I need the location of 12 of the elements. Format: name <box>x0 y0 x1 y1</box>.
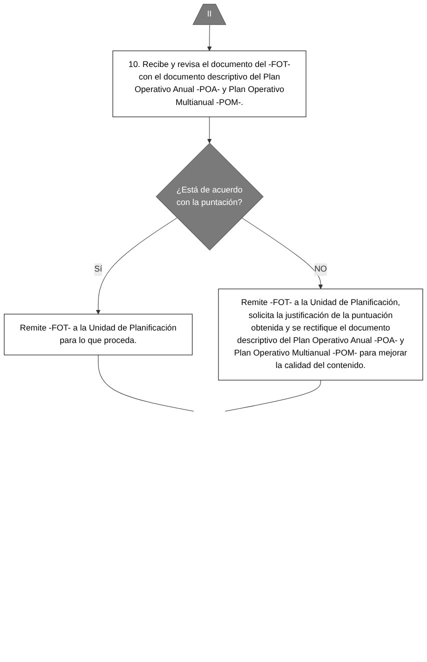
node-diamond: ¿Está de acuerdo con la puntación? <box>156 142 264 251</box>
arrow <box>207 116 212 144</box>
node-box: Remite -FOT- a la Unidad de Planificación para lo que proceda. <box>4 314 192 356</box>
connector <box>98 354 194 412</box>
arrow <box>207 24 212 52</box>
edge-label: NO <box>314 264 327 274</box>
node-box: Remite -FOT- a la Unidad de Planificación, solicita la justificación de la puntuación obtenida y se rectifique el documento descriptivo del Plan Operativo Anual -POA- y Plan Operativo Multianual -POM- para mejorar la calidad del contenido. <box>218 288 424 380</box>
node-box: 10. Recibe y revisa el documento del -FOT- con el documento descriptivo del Plan Operativo Anual -POA- y Plan Operativo Multianual -POM-. <box>112 50 306 118</box>
arrow <box>241 218 323 290</box>
edge-label: Sí <box>94 264 102 274</box>
connector <box>224 380 321 412</box>
arrow <box>96 218 178 314</box>
